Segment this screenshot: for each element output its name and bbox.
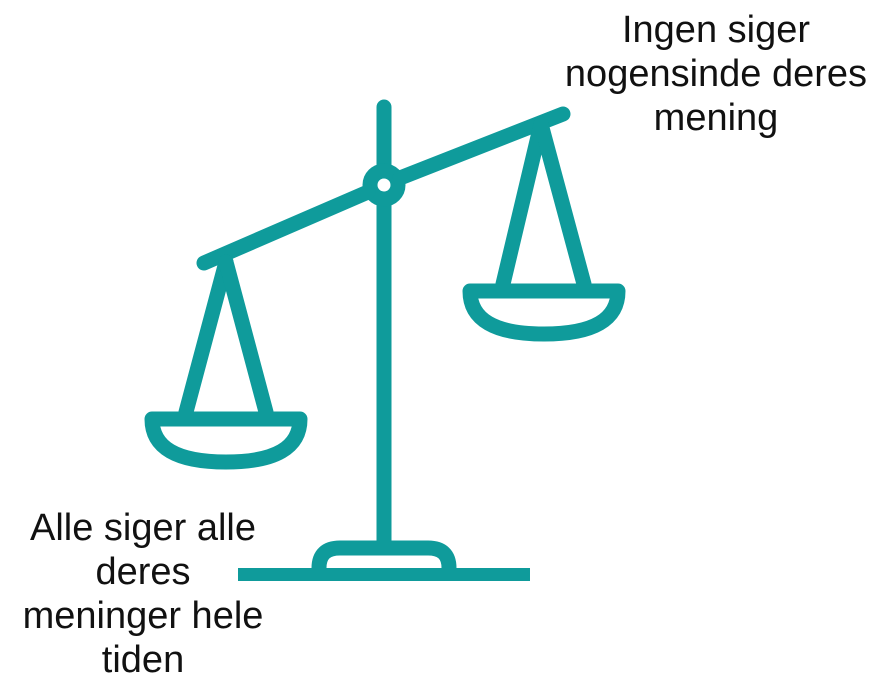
left-pan-string-left <box>178 254 234 420</box>
label-bottom-left: Alle siger alle deres meninger hele tide… <box>22 507 264 681</box>
right-pan-string-right <box>533 116 592 292</box>
right-pan-string-left <box>495 116 549 292</box>
scale-base-bar <box>238 568 530 581</box>
left-pan <box>144 411 308 470</box>
left-pan-string-right <box>218 254 274 420</box>
label-top-right: Ingen siger nogensinde deres mening <box>564 9 868 139</box>
scale-beam-left <box>196 184 376 271</box>
scale-base-cap <box>311 540 457 576</box>
right-pan <box>462 283 626 342</box>
